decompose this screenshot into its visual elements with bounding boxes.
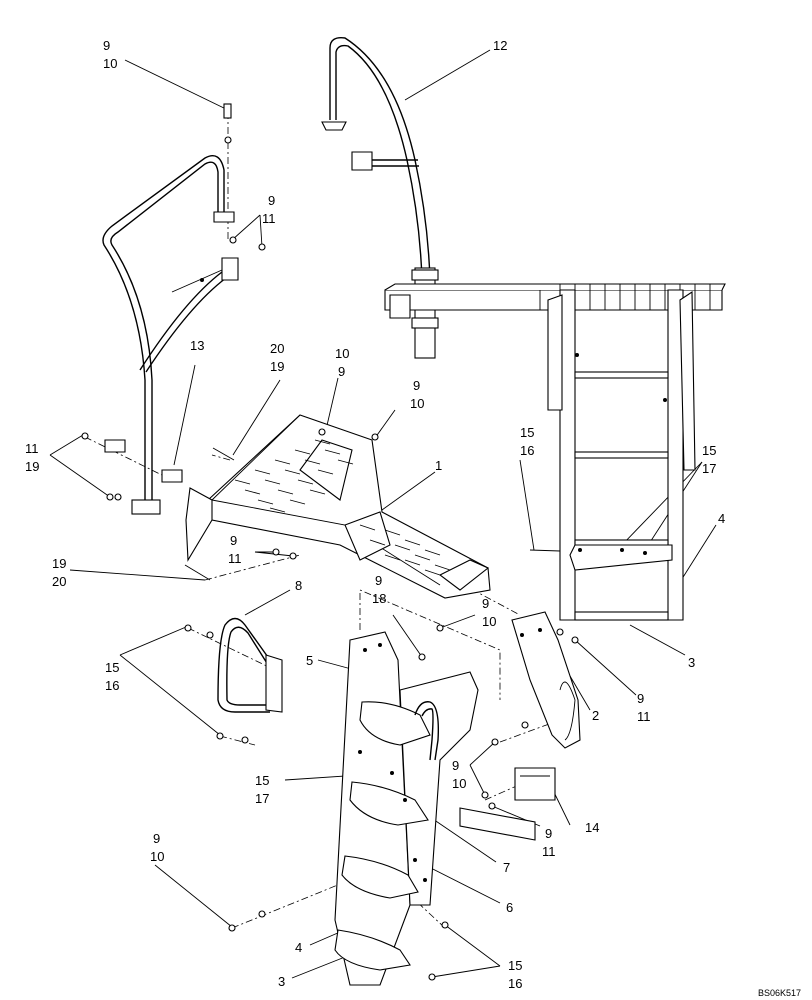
callout-2: 2 bbox=[592, 708, 599, 723]
callout-1: 1 bbox=[435, 458, 442, 473]
callout-3-bottom: 3 bbox=[278, 974, 285, 989]
step-bracket-part-14 bbox=[459, 738, 556, 841]
handrail-left bbox=[81, 103, 266, 515]
platform-part-1 bbox=[184, 414, 491, 599]
callout-3-right: 3 bbox=[688, 655, 695, 670]
main-ladder-assembly bbox=[228, 624, 479, 986]
callout-7: 7 bbox=[503, 860, 510, 875]
platform-perforations bbox=[234, 439, 451, 576]
callout-14: 14 bbox=[585, 820, 599, 835]
callout-6: 6 bbox=[506, 900, 513, 915]
callout-4-right: 4 bbox=[718, 511, 725, 526]
bracket-part-2 bbox=[511, 611, 581, 749]
callout-5: 5 bbox=[306, 653, 313, 668]
callout-12: 12 bbox=[493, 38, 507, 53]
callout-4-bottom: 4 bbox=[295, 940, 302, 955]
drawing-reference-code: BS06K517 bbox=[758, 988, 801, 998]
callout-13: 13 bbox=[190, 338, 204, 353]
callout-8: 8 bbox=[295, 578, 302, 593]
right-ladder-assembly bbox=[529, 289, 696, 621]
assembly-center-lines bbox=[84, 112, 661, 929]
side-handle-part-8 bbox=[184, 617, 283, 744]
